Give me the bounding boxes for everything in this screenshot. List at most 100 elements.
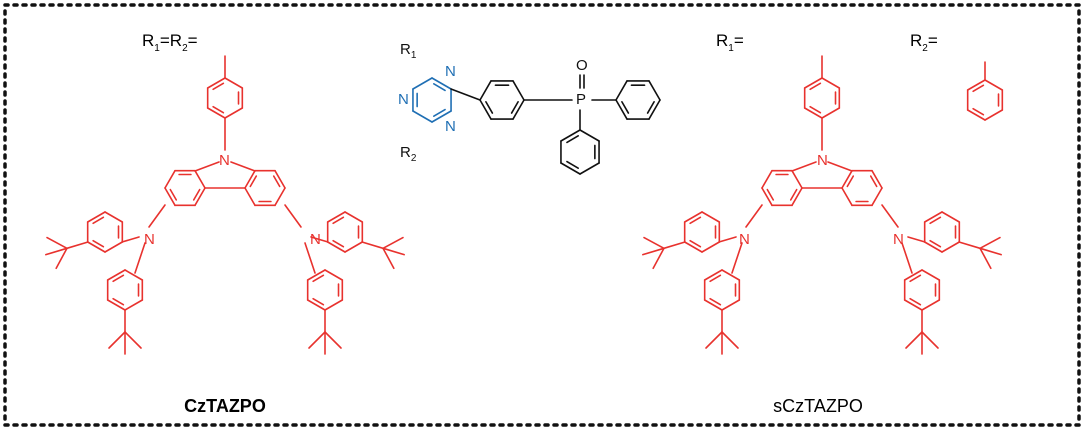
sub-ring-bond [941, 241, 961, 253]
sub-ring-bond [701, 211, 721, 223]
n-bond [907, 236, 926, 243]
sub-ring-double-bond [332, 239, 345, 248]
carb-ring-bond [791, 169, 803, 189]
sub-ring-bond [324, 299, 344, 311]
sub-ring-bond [324, 269, 344, 281]
core-r2-label: R2 [400, 144, 417, 164]
sub-ring-bond [104, 211, 124, 223]
r2-tolyl-bond [984, 109, 1004, 121]
sub-ring-bond [124, 269, 144, 281]
sub-ring-double-bond [709, 297, 722, 306]
phenyl-bottom-bond [560, 129, 581, 142]
tbutyl-bond [66, 241, 89, 250]
carb-ring-double-bond [169, 188, 178, 201]
phenyl-bond [479, 99, 492, 120]
carb-ring-bond [244, 169, 256, 189]
tolyl-ring-double-bond [809, 105, 822, 114]
tolyl-ring-bond [803, 77, 823, 89]
n-bond [901, 242, 913, 274]
carb-ring-bond [871, 187, 883, 207]
r2-tolyl-bond [966, 109, 986, 121]
sub-ring-double-bond [92, 239, 105, 248]
sub-ring-bond [124, 299, 144, 311]
sub-ring-bond [306, 299, 326, 311]
dotted-border [3, 3, 1081, 427]
carb-ring-double-bond [869, 175, 878, 188]
carb-ring-bond [274, 187, 286, 207]
core-p-atom: P [576, 91, 586, 108]
tbutyl-methyl [643, 236, 665, 250]
sub-ring-double-bond [929, 216, 942, 225]
phenyl-bottom-bond [579, 129, 600, 142]
triazine-bond [412, 77, 433, 90]
tbutyl-methyl [124, 331, 142, 349]
sub-ring-bond [703, 299, 723, 311]
sub-ring-bond [703, 269, 723, 281]
carb-ring-bond [164, 169, 176, 189]
sub-ring-bond [721, 269, 741, 281]
core-n-bottom: N [445, 118, 456, 135]
carb-ring-double-bond [272, 175, 281, 188]
sub-ring-bond [923, 241, 943, 253]
right-r1-label: R1= [716, 31, 744, 54]
tbutyl-methyl [382, 247, 405, 256]
tolyl-ring-bond [803, 107, 823, 119]
n-bond [310, 236, 329, 243]
phenyl-bond [512, 80, 525, 101]
tbutyl-bond [663, 241, 686, 250]
sub-ring-bond [344, 241, 364, 253]
sub-ring-bond [683, 211, 703, 223]
triazine-bond [412, 110, 433, 123]
sub-ring-bond [923, 211, 943, 223]
n-bond [121, 236, 140, 243]
carb-ring-bond [274, 169, 286, 189]
sub-ring-bond [326, 241, 346, 253]
sub-ring-double-bond [312, 297, 325, 306]
carb-ring-bond [244, 187, 256, 207]
sub-ring-bond [106, 269, 126, 281]
tbutyl-methyl [921, 331, 939, 349]
sub-ring-double-bond [112, 297, 125, 306]
left-n-left-carbazole: N [144, 231, 155, 248]
sub-ring-bond [106, 299, 126, 311]
sub-ring-bond [86, 211, 106, 223]
tz-ph-bond [450, 88, 481, 101]
tolyl-ring-double-bond [212, 82, 225, 91]
sub-ring-bond [104, 241, 124, 253]
carb-ring-bond [871, 169, 883, 189]
sub-ring-bond [903, 299, 923, 311]
phenyl-right-double-bond [646, 100, 655, 114]
phenyl-bond [479, 80, 492, 101]
sub-ring-double-bond [909, 297, 922, 306]
tolyl-ring-double-bond [809, 82, 822, 91]
tbutyl-methyl [652, 247, 665, 270]
sub-ring-double-bond [92, 216, 105, 225]
tbutyl-bond [958, 241, 981, 250]
triazine-phosphine-oxide-core [412, 74, 661, 175]
tolyl-ring-bond [206, 77, 226, 89]
carb-ring-bond [791, 187, 803, 207]
right-n-right-carbazole: N [893, 231, 904, 248]
phenyl-bottom-bond [560, 162, 581, 175]
phenyl-right-bond [615, 80, 628, 101]
tbutyl-methyl [382, 247, 395, 270]
phenyl-bond [512, 99, 525, 120]
carb-ring-bond [194, 169, 206, 189]
carb-ring-bond [841, 169, 853, 189]
scztazpo-structure [642, 55, 1002, 355]
sub-ring-double-bond [112, 274, 125, 283]
tbutyl-methyl [308, 331, 326, 349]
carb-n-bond [194, 161, 220, 172]
tolyl-ring-bond [821, 77, 841, 89]
triazine-bond [431, 77, 452, 90]
n-bond [134, 242, 146, 274]
tbutyl-methyl [979, 247, 1002, 256]
sub-ring-double-bond [312, 274, 325, 283]
sub-ring-bond [326, 211, 346, 223]
sub-ring-double-bond [332, 216, 345, 225]
sub-ring-bond [921, 299, 941, 311]
tolyl-ring-bond [224, 107, 244, 119]
core-o-atom: O [576, 57, 588, 74]
phenyl-right-bond [648, 99, 661, 120]
r2-tolyl-bond [984, 79, 1004, 91]
